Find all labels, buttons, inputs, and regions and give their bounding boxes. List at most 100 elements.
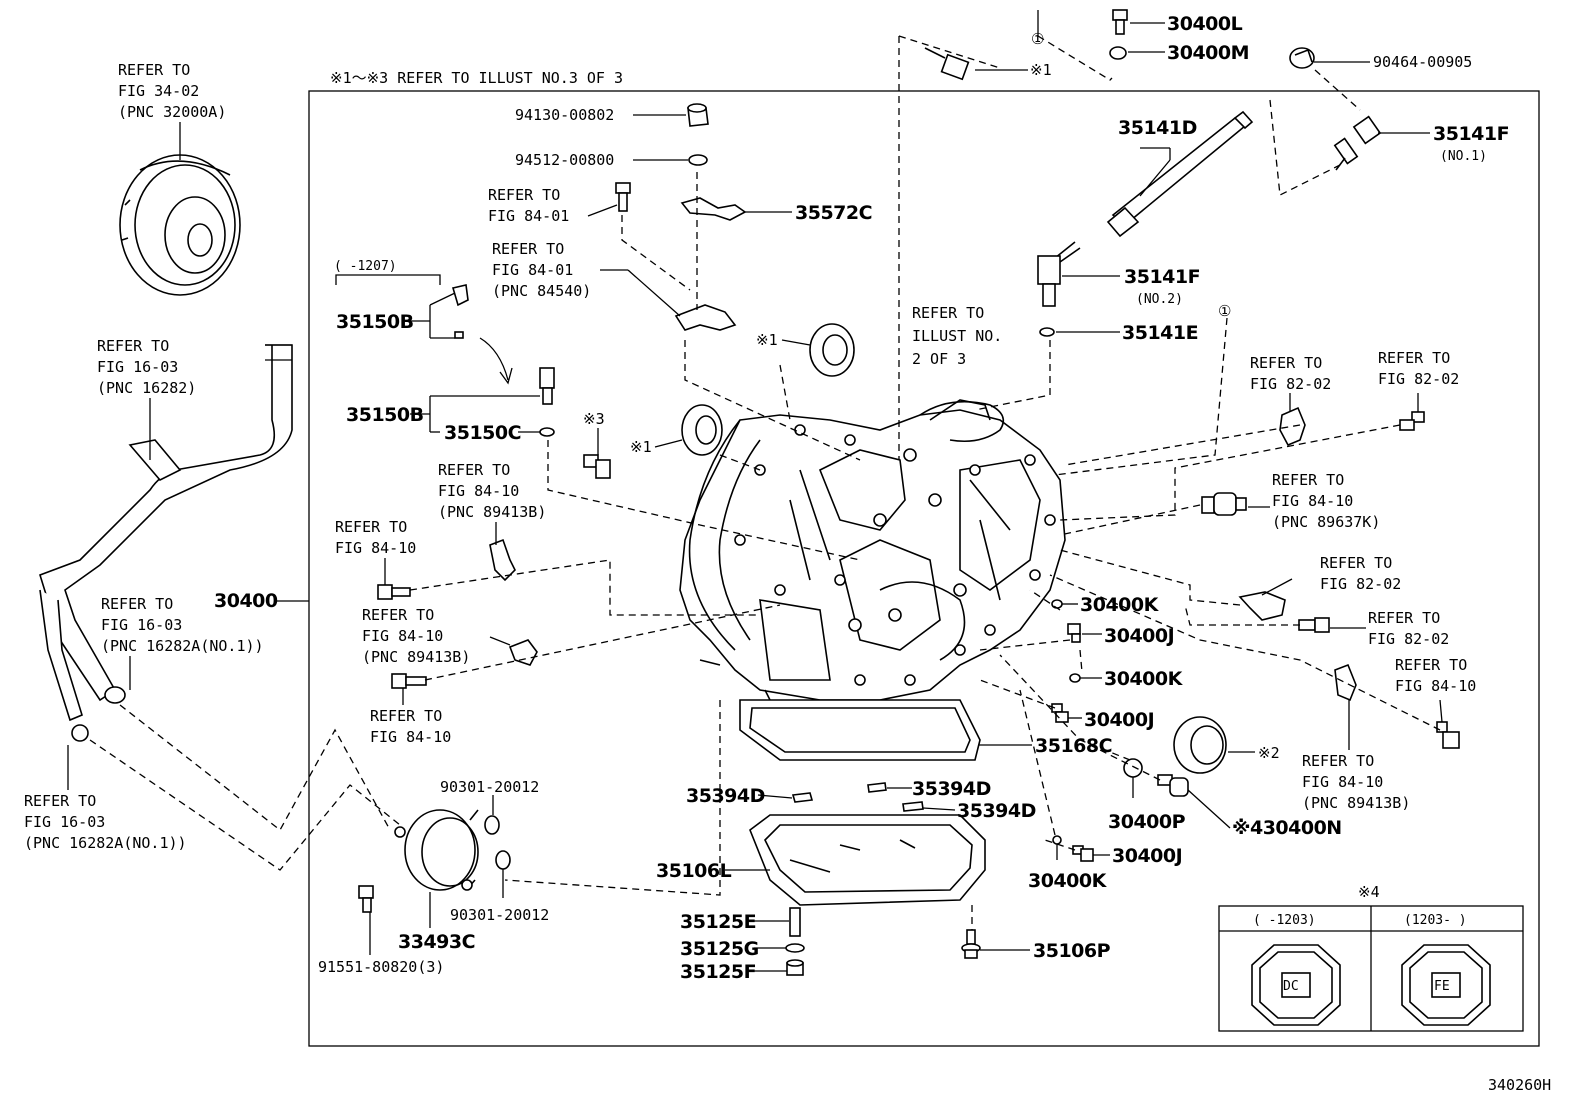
svg-text:REFER TO: REFER TO (101, 595, 173, 613)
washer-30400m (1109, 46, 1127, 60)
breather-plug-old (451, 284, 469, 339)
hose-dash-line-2 (89, 739, 401, 871)
svg-text:FIG 16-03: FIG 16-03 (24, 813, 105, 831)
part-30400p: 30400P (1108, 811, 1186, 833)
part-35141d: 35141D (1118, 117, 1197, 139)
range-bracket (335, 274, 441, 285)
bracket-82-02-c (1238, 591, 1286, 621)
part-94130-00802: 94130-00802 (515, 106, 614, 124)
bolt-refer-84-01 (615, 182, 631, 212)
callout-refer-84-10-a: REFER TO FIG 84-10 (PNC 89413B) (438, 461, 546, 521)
part-35141f-no2: 35141F (1124, 266, 1200, 288)
svg-text:REFER TO: REFER TO (97, 337, 169, 355)
svg-text:REFER TO: REFER TO (912, 304, 984, 322)
diagram-id: 340260H (1488, 1076, 1551, 1094)
bolt-84-10-right (1436, 721, 1460, 749)
transaxle-housing (679, 399, 1066, 701)
part-90464-00905: 90464-00905 (1373, 53, 1472, 71)
callout-refer-16-03-mid: REFER TO FIG 16-03 (PNC 16282A(NO.1)) (101, 595, 264, 690)
marker-1-seal-a: ※1 (756, 331, 778, 349)
svg-text:REFER TO: REFER TO (492, 240, 564, 258)
part-35125f: 35125F (680, 961, 756, 983)
cooler-bolt (358, 885, 374, 913)
marker-circle-1-right: ① (1218, 302, 1231, 320)
part-35150c: 35150C (444, 422, 521, 444)
illustration-frame (308, 90, 1540, 1047)
part-30400j-c: 30400J (1112, 845, 1182, 867)
bolt-82-02-b (1399, 411, 1425, 431)
callout-refer-16-03-bot: REFER TO FIG 16-03 (PNC 16282A(NO.1)) (24, 745, 187, 852)
marker-3: ※3 (583, 410, 605, 428)
svg-text:(PNC 16282): (PNC 16282) (97, 379, 196, 397)
plug-m3 (583, 454, 611, 479)
pan-bolt (961, 929, 981, 959)
svg-text:REFER TO: REFER TO (362, 606, 434, 624)
plug-head-dc: DC (1251, 944, 1341, 1026)
svg-text:FIG 84-10: FIG 84-10 (1272, 492, 1353, 510)
part-30400j-b: 30400J (1084, 709, 1154, 731)
callout-refer-34-02: REFER TO FIG 34-02 (PNC 32000A) (118, 61, 226, 160)
inset-drain-plug-variants: ※4 ( -1203) (1203- ) DC FE (1218, 883, 1524, 1032)
svg-text:REFER TO: REFER TO (1395, 656, 1467, 674)
svg-text:ILLUST NO.: ILLUST NO. (912, 327, 1002, 345)
svg-text:REFER TO: REFER TO (24, 792, 96, 810)
gasket-piece-c (902, 801, 924, 812)
svg-text:FIG 84-10: FIG 84-10 (335, 539, 416, 557)
torque-converter (119, 154, 241, 296)
svg-text:FIG 84-01: FIG 84-01 (492, 261, 573, 279)
leader-lines (369, 22, 1443, 972)
guide-lines (409, 10, 1441, 930)
svg-text:(PNC 89413B): (PNC 89413B) (438, 503, 546, 521)
svg-text:FIG 16-03: FIG 16-03 (101, 616, 182, 634)
part-35394d-b: 35394D (912, 778, 991, 800)
svg-text:REFER TO: REFER TO (370, 707, 442, 725)
part-33493c: 33493C (398, 931, 475, 953)
plug-head-fe: FE (1401, 944, 1491, 1026)
svg-text:REFER TO: REFER TO (488, 186, 560, 204)
part-35141e: 35141E (1122, 322, 1198, 344)
oil-pan-gasket (739, 699, 981, 761)
part-94512-00800: 94512-00800 (515, 151, 614, 169)
svg-text:REFER TO: REFER TO (1250, 354, 1322, 372)
o-ring-30400k-a (1051, 599, 1063, 609)
part-35141f-no1-note: (NO.1) (1440, 149, 1487, 164)
speed-sensor-89413b-right (1334, 663, 1357, 702)
callout-refer-84-10-e: REFER TO FIG 84-10 (PNC 89637K) (1272, 471, 1380, 531)
callout-refer-84-10-d: REFER TO FIG 84-10 (370, 707, 451, 746)
speed-sensor-b (508, 639, 538, 666)
svg-text:(PNC 16282A(NO.1)): (PNC 16282A(NO.1)) (24, 834, 187, 852)
sensor-bracket-84540 (674, 304, 737, 331)
part-35394d-c: 35394D (957, 800, 1036, 822)
svg-text:FIG 16-03: FIG 16-03 (97, 358, 178, 376)
callout-refer-82-02-c: REFER TO FIG 82-02 (1320, 554, 1401, 593)
svg-text:REFER TO: REFER TO (1320, 554, 1392, 572)
svg-text:DC: DC (1283, 979, 1299, 994)
svg-text:2 OF 3: 2 OF 3 (912, 350, 966, 368)
svg-text:FE: FE (1434, 979, 1450, 994)
washer-94512 (688, 154, 708, 166)
callout-refer-84-01-a: REFER TO FIG 84-01 (488, 186, 569, 225)
svg-text:FIG 84-10: FIG 84-10 (370, 728, 451, 746)
bolt-30400j-a (1067, 623, 1081, 643)
part-30400k-a: 30400K (1080, 594, 1160, 616)
callout-refer-82-02-b: REFER TO FIG 82-02 (1378, 349, 1459, 388)
header-note: ※1～※3 REFER TO ILLUST NO.3 OF 3 (330, 69, 623, 87)
svg-text:FIG 84-10: FIG 84-10 (362, 627, 443, 645)
part-30400k-b: 30400K (1104, 668, 1184, 690)
callout-refer-84-10-c: REFER TO FIG 84-10 (PNC 89413B) (362, 606, 470, 666)
part-35150b-a: 35150B (336, 311, 414, 333)
svg-text:REFER TO: REFER TO (1272, 471, 1344, 489)
part-30400m: 30400M (1167, 42, 1249, 64)
drain-plug-stack (785, 907, 805, 976)
oil-cooler (394, 809, 479, 891)
hose-dash-line (119, 704, 391, 831)
oil-tube-35141d (1106, 110, 1254, 238)
marker-circle-1-top: ① (1031, 30, 1044, 48)
svg-text:FIG 84-01: FIG 84-01 (488, 207, 569, 225)
svg-text:FIG 84-10: FIG 84-10 (438, 482, 519, 500)
o-ring-35150c (539, 427, 555, 437)
speed-sensor-a (489, 538, 516, 582)
range-1207: ( -1207) (334, 259, 397, 274)
o-ring-b (495, 850, 511, 870)
